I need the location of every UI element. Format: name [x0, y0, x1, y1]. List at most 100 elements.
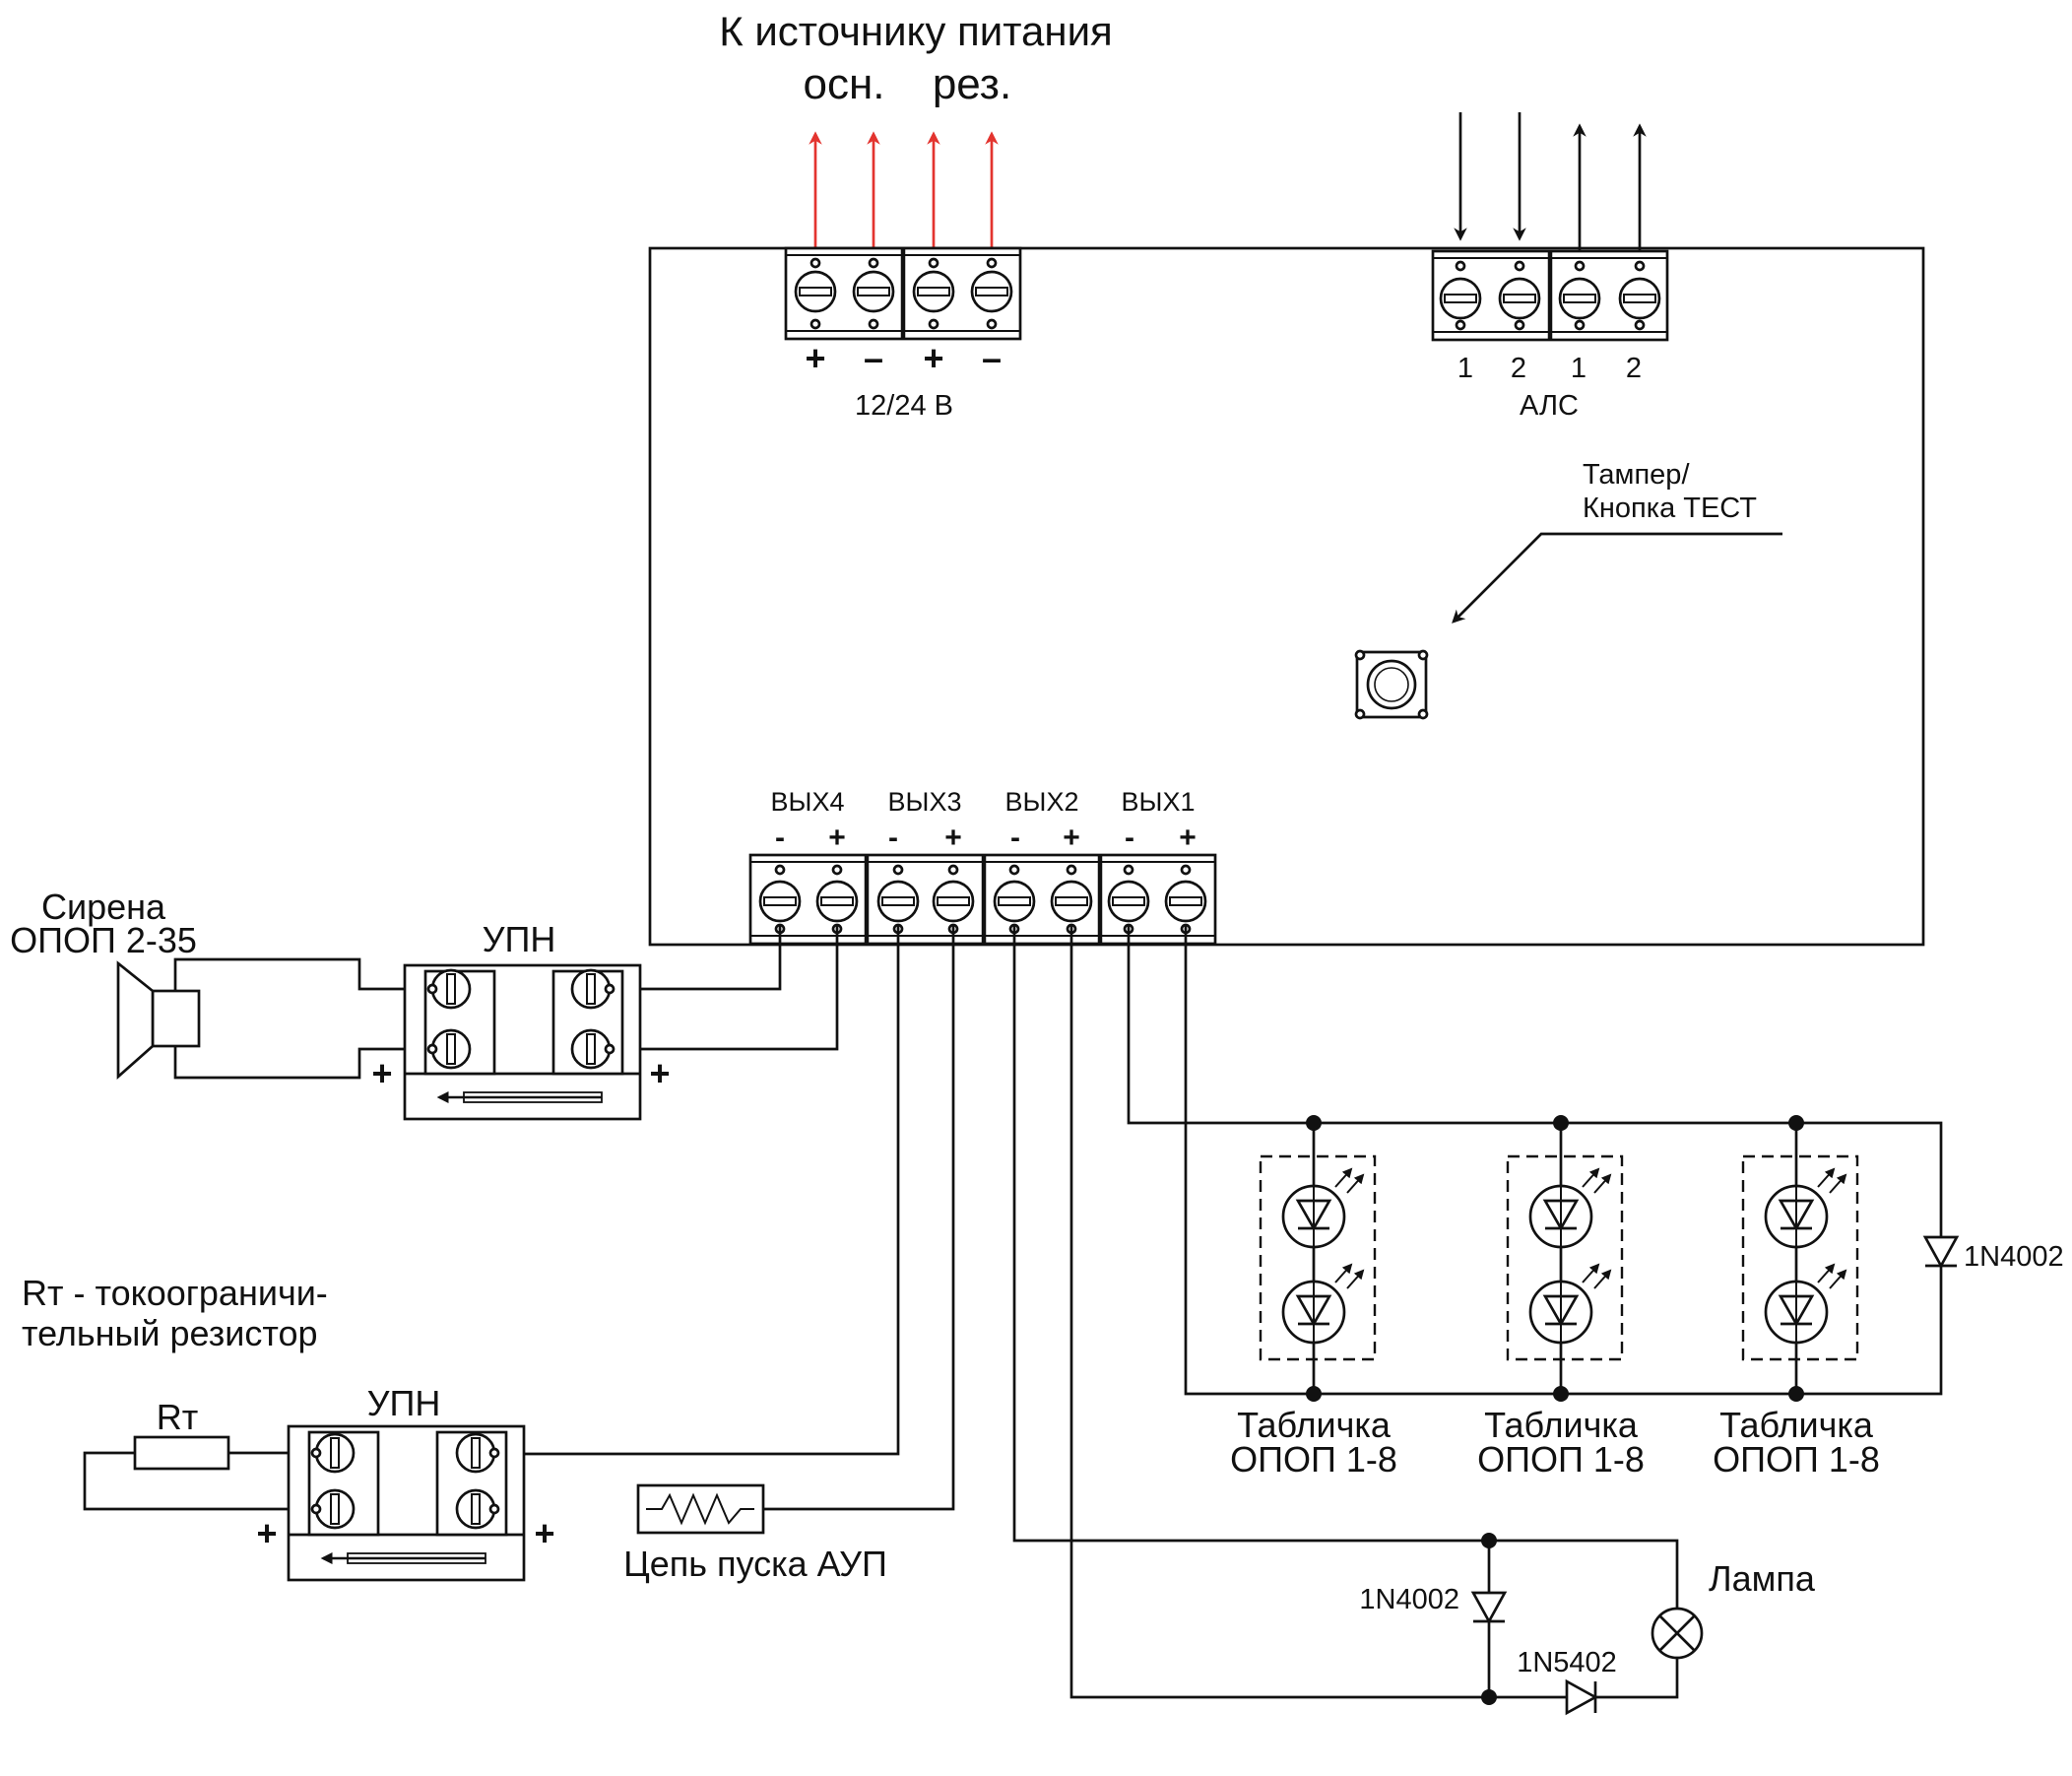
wire-siren-lower [173, 1046, 411, 1080]
wire-out4-minus [636, 926, 782, 991]
led-icon [1764, 1263, 1847, 1345]
upn-top-label: УПН [483, 919, 556, 959]
power-terminal-screw-3[interactable] [912, 257, 955, 330]
output-terminal-block [748, 853, 1217, 946]
upn-top-screw-3[interactable] [570, 968, 615, 1010]
tamper-label-line1: Тампер/ [1583, 459, 1690, 491]
junction-dot [1553, 1386, 1569, 1402]
power-polarity-4: – [982, 338, 1002, 378]
led-icon [1281, 1167, 1365, 1249]
output-label-4: ВЫХ4 [771, 787, 845, 817]
sign-2-line1: Табличка [1484, 1405, 1639, 1445]
device-board [648, 246, 1925, 947]
diode-2-label: 1N4002 [1359, 1584, 1459, 1615]
wire-out3-minus [522, 926, 900, 1456]
led-icon [1281, 1263, 1365, 1345]
wire-d3-right [1595, 1658, 1679, 1699]
power-terminal-screw-4[interactable] [970, 257, 1013, 330]
upn-top-screw-2[interactable] [426, 1028, 472, 1070]
aup-heater-icon [636, 1483, 765, 1535]
als-arrows [1454, 112, 1647, 256]
power-title: К источнику питания [719, 8, 1113, 54]
aup-label: Цепь пуска АУП [623, 1544, 887, 1584]
als-terminal-screw-2[interactable] [1498, 260, 1541, 331]
upn-bottom-screw-3[interactable] [455, 1432, 500, 1474]
junction-dot [1788, 1386, 1804, 1402]
led-icon [1764, 1167, 1847, 1249]
upn-top-screw-1[interactable] [426, 968, 472, 1010]
output-plus-4: + [828, 822, 846, 854]
tamper-label-line2: Кнопка ТЕСТ [1583, 493, 1757, 524]
upn-bottom-label: УПН [367, 1383, 441, 1423]
als-label: АЛС [1520, 390, 1579, 422]
output-terminal-screw-2[interactable] [815, 864, 859, 935]
upn-top-screw-4[interactable] [570, 1028, 615, 1070]
upn-bottom-plus-right: + [534, 1513, 554, 1553]
led-icon [1528, 1263, 1612, 1345]
output-minus-3: - [888, 822, 898, 854]
sign-board-3 [1741, 1123, 1859, 1394]
tamper-pointer-arrow [1452, 532, 1782, 624]
tamper-button[interactable] [1354, 649, 1429, 720]
sign-2-line2: ОПОП 1-8 [1477, 1439, 1645, 1480]
junction-dot [1306, 1115, 1322, 1131]
output-terminal-screw-4[interactable] [932, 864, 975, 935]
siren-label-line2: ОПОП 2-35 [10, 920, 197, 960]
als-terminal-block [1431, 249, 1669, 342]
diode-3-icon [1565, 1678, 1598, 1716]
wire-out2-minus [1012, 926, 1679, 1609]
power-reserve-label: рез. [933, 60, 1011, 108]
upn-bottom-module [287, 1424, 526, 1582]
als-number-3: 1 [1571, 353, 1586, 384]
wire-resistor-left [83, 1451, 311, 1511]
output-wires [522, 926, 1943, 1699]
lamp-icon [1651, 1607, 1704, 1660]
wire-siren-upper [173, 957, 411, 991]
output-minus-4: - [775, 822, 785, 854]
power-polarity-3: + [923, 338, 943, 378]
power-terminal-screw-2[interactable] [852, 257, 895, 330]
output-terminal-screw-6[interactable] [1050, 864, 1093, 935]
als-terminal-screw-3[interactable] [1558, 260, 1601, 331]
power-polarity-2: – [864, 338, 883, 378]
siren-icon [116, 960, 201, 1080]
output-plus-2: + [1063, 822, 1080, 854]
upn-top-plus-right: + [649, 1053, 670, 1093]
als-number-1: 1 [1457, 353, 1473, 384]
rt-note-line1: Rт - токоограничи- [22, 1273, 328, 1313]
output-plus-3: + [944, 822, 962, 854]
diode-1-icon [1922, 1235, 1960, 1269]
upn-bottom-screw-2[interactable] [310, 1488, 356, 1530]
diode-3-label: 1N5402 [1517, 1647, 1617, 1678]
power-terminal-screw-1[interactable] [794, 257, 837, 330]
upn-bottom-screw-1[interactable] [310, 1432, 356, 1474]
upn-bottom-screw-4[interactable] [455, 1488, 500, 1530]
power-main-label: осн. [804, 60, 885, 108]
wire-out3-plus [763, 926, 955, 1511]
sign-1-line1: Табличка [1237, 1405, 1392, 1445]
wire-out2-plus [1069, 926, 1493, 1699]
diode-1-label: 1N4002 [1964, 1241, 2064, 1273]
lamp-label: Лампа [1709, 1558, 1816, 1599]
upn-top-module [403, 963, 642, 1121]
sign-3-line2: ОПОП 1-8 [1713, 1439, 1880, 1480]
siren-label-line1: Сирена [41, 887, 166, 927]
power-voltage-label: 12/24 В [855, 390, 953, 422]
diode-2-icon [1470, 1591, 1508, 1624]
rt-note-line2: тельный резистор [22, 1313, 318, 1353]
wire-out1-minus [1127, 926, 1943, 1237]
output-terminal-screw-8[interactable] [1164, 864, 1207, 935]
als-number-2: 2 [1511, 353, 1526, 384]
output-terminal-screw-7[interactable] [1107, 864, 1150, 935]
power-terminal-block [784, 246, 1022, 341]
output-minus-2: - [1010, 822, 1020, 854]
als-terminal-screw-1[interactable] [1439, 260, 1482, 331]
output-label-2: ВЫХ2 [1005, 787, 1079, 817]
sign-board-1 [1259, 1123, 1377, 1394]
als-number-4: 2 [1626, 353, 1642, 384]
als-terminal-screw-4[interactable] [1618, 260, 1661, 331]
sign-boards [1259, 1123, 1859, 1394]
led-icon [1528, 1167, 1612, 1249]
sign-1-line2: ОПОП 1-8 [1230, 1439, 1397, 1480]
